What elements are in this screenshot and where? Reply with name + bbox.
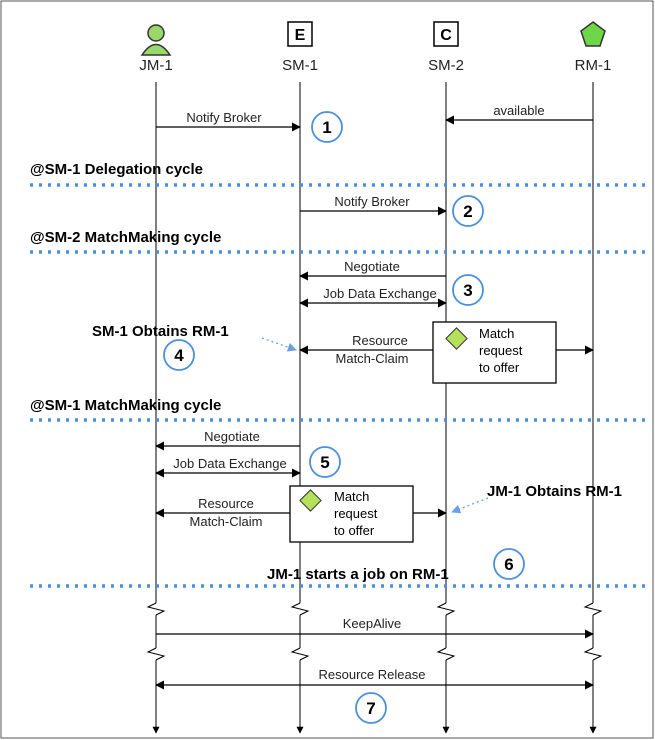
step-circle-5	[309, 446, 341, 478]
step-circle-4	[163, 339, 195, 371]
msg-label-match-claim-1: Match-Claim	[336, 351, 409, 366]
phase-title-sm1-delegation: @SM-1 Delegation cycle	[30, 161, 203, 178]
match-box-1-line1: Match	[479, 326, 514, 341]
msg-label-available: available	[493, 103, 544, 118]
msg-label-job-data-exchange-1: Job Data Exchange	[323, 286, 436, 301]
match-box-2-line1: Match	[334, 489, 369, 504]
actor-sm1-icon: E	[287, 21, 313, 47]
step-number-2: 2	[463, 202, 472, 221]
step-circle-3	[452, 274, 484, 306]
phase-title-sm2-matchmaking: @SM-2 MatchMaking cycle	[30, 229, 221, 246]
entity-letter-c: C	[440, 27, 452, 44]
step-circle-6	[493, 548, 525, 580]
step-number-1: 1	[322, 118, 331, 137]
actor-label-jm1: JM-1	[139, 57, 172, 74]
step-number-4: 4	[174, 346, 184, 365]
lifeline-sm1	[290, 82, 310, 734]
match-box-2	[289, 485, 414, 543]
msg-label-job-data-exchange-2: Job Data Exchange	[173, 456, 286, 471]
match-box-2-line2: request	[334, 506, 378, 521]
msg-label-notify-broker-2: Notify Broker	[334, 194, 410, 209]
msg-label-resource-release: Resource Release	[319, 667, 426, 682]
msg-label-resource-1: Resource	[352, 333, 408, 348]
step-number-3: 3	[463, 281, 472, 300]
entity-letter-e: E	[295, 27, 306, 44]
msg-label-negotiate-2: Negotiate	[204, 429, 260, 444]
step-circle-1	[311, 111, 343, 143]
match-box-1-line3: to offer	[479, 360, 520, 375]
lifeline-sm2	[436, 82, 456, 734]
step-circle-7	[355, 692, 387, 724]
actor-jm1-icon	[140, 24, 172, 56]
msg-label-keepalive: KeepAlive	[343, 616, 402, 631]
msg-label-notify-broker-1: Notify Broker	[186, 110, 262, 125]
step-number-6: 6	[504, 555, 513, 574]
msg-label-match-claim-2: Match-Claim	[190, 514, 263, 529]
step-circle-2	[452, 195, 484, 227]
match-box-2-line3: to offer	[334, 523, 375, 538]
actor-label-rm1: RM-1	[575, 57, 612, 74]
match-box-1-line2: request	[479, 343, 523, 358]
actor-rm1-icon	[580, 21, 606, 47]
actor-label-sm2: SM-2	[428, 57, 464, 74]
annotation-sm1-obtains-rm1: SM-1 Obtains RM-1	[92, 323, 229, 340]
actor-label-sm1: SM-1	[282, 57, 318, 74]
step-number-5: 5	[320, 453, 329, 472]
lifeline-rm1	[583, 82, 603, 734]
annotation-pointer-jm1	[451, 497, 489, 514]
actor-sm2-icon: C	[433, 21, 459, 47]
phase-title-sm1-matchmaking: @SM-1 MatchMaking cycle	[30, 397, 221, 414]
annotation-jm1-obtains-rm1: JM-1 Obtains RM-1	[487, 483, 622, 500]
msg-label-resource-2: Resource	[198, 496, 254, 511]
step-number-7: 7	[366, 699, 375, 718]
msg-label-negotiate-1: Negotiate	[344, 259, 400, 274]
diamond-icon	[299, 489, 322, 512]
annotation-jm1-starts-job: JM-1 starts a job on RM-1	[267, 566, 449, 583]
diamond-icon	[445, 327, 468, 350]
annotation-pointer-sm1	[261, 337, 297, 352]
